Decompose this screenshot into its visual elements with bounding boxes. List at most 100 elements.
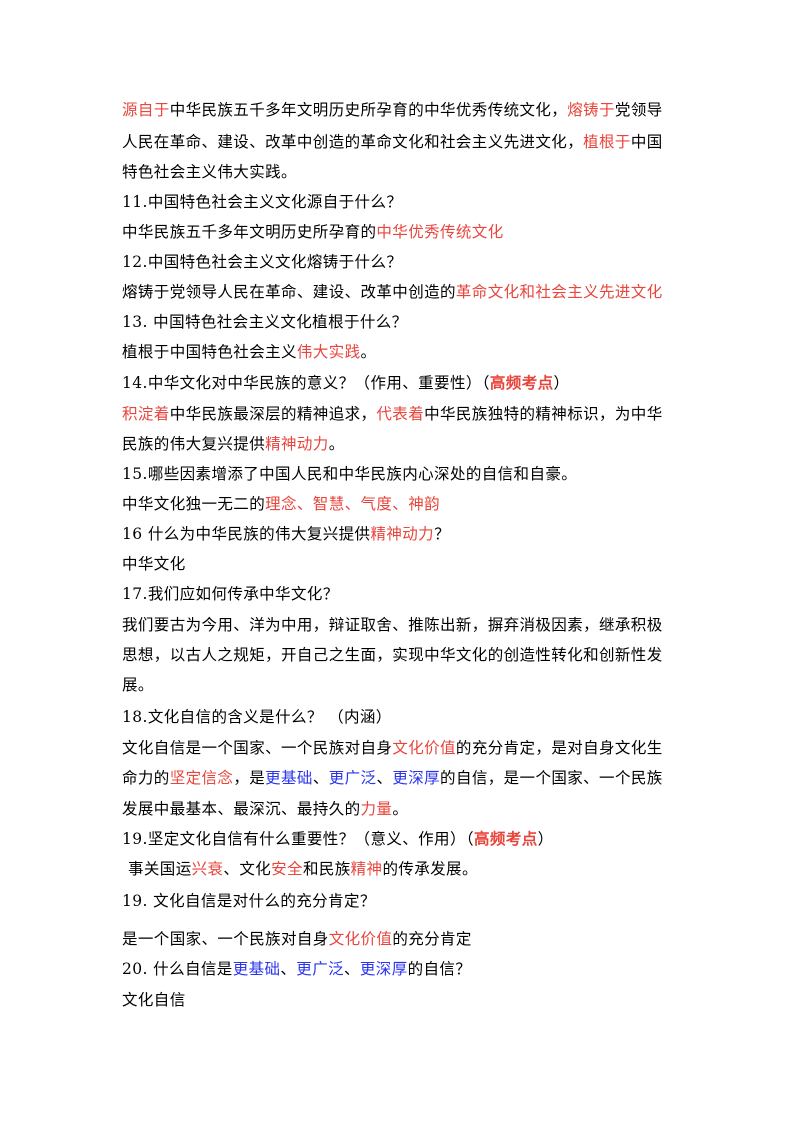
highlight-blue-text: 更深厚 bbox=[359, 960, 408, 978]
highlight-blue-text: 更广泛 bbox=[296, 960, 344, 978]
body-text-segment: 熔铸于党领导人民在革命、建设、改革中创造的 bbox=[122, 283, 456, 301]
highlight-red-text: 精神动力 bbox=[370, 525, 435, 543]
text-line: 19.坚定文化自信有什么重要性？（意义、作用）（高频考点） bbox=[122, 829, 554, 849]
highlight-red-text: 积淀着 bbox=[122, 405, 170, 423]
highlight-red-text: 安全 bbox=[271, 860, 303, 878]
text-line: 14.中华文化对中华民族的意义？（作用、重要性）（高频考点） bbox=[122, 373, 569, 393]
body-text-segment: ，是 bbox=[233, 769, 266, 787]
body-text-segment: 、 bbox=[344, 960, 360, 978]
body-text-segment: 12.中国特色社会主义文化熔铸于什么？ bbox=[122, 253, 403, 271]
body-text-segment: 。 bbox=[392, 800, 409, 818]
body-text-segment: 19.坚定文化自信有什么重要性？（意义、作用）（ bbox=[122, 830, 475, 848]
body-text-segment: 的自信，是一个国家、一个民族 bbox=[440, 769, 663, 787]
highlight-blue-text: 更基础 bbox=[232, 960, 281, 978]
highlight-red-text: 高频考点 bbox=[489, 373, 554, 392]
body-text-segment: 。 bbox=[360, 343, 377, 361]
body-text-segment: 中华文化 bbox=[122, 555, 186, 573]
text-line: 人民在革命、建设、改革中创造的革命文化和社会主义先进文化，植根于中国 bbox=[122, 132, 663, 152]
body-text-segment: 和民族 bbox=[302, 860, 351, 878]
text-line: 命力的坚定信念，是更基础、更广泛、更深厚的自信，是一个国家、一个民族 bbox=[122, 768, 663, 788]
text-line: 20. 什么自信是更基础、更广泛、更深厚的自信？ bbox=[122, 959, 471, 979]
highlight-red-text: 精神 bbox=[350, 860, 383, 878]
body-text-segment: 、 bbox=[312, 769, 329, 787]
text-line: 文化自信 bbox=[122, 990, 186, 1010]
highlight-red-text: 坚定信念 bbox=[169, 769, 234, 787]
body-text-segment: ？ bbox=[434, 525, 450, 543]
highlight-red-text: 代表着 bbox=[376, 405, 425, 423]
text-line: 17.我们应如何传承中华文化？ bbox=[122, 584, 339, 604]
body-text-segment: 是一个国家、一个民族对自身 bbox=[122, 930, 329, 948]
body-text-segment: 展。 bbox=[122, 676, 154, 694]
text-line: 15.哪些因素增添了中国人民和中华民族内心深处的自信和自豪。 bbox=[122, 464, 577, 484]
body-text-segment: 民族的伟大复兴提供 bbox=[122, 435, 266, 453]
body-text-segment: 的充分肯定 bbox=[392, 930, 472, 948]
body-text-segment: 11.中国特色社会主义文化源自于什么？ bbox=[122, 193, 403, 211]
text-line: 展。 bbox=[122, 675, 154, 695]
body-text-segment: ） bbox=[537, 830, 554, 848]
highlight-red-text: 植根于 bbox=[583, 133, 631, 151]
body-text-segment: 的充分肯定，是对自身文化生 bbox=[455, 739, 663, 757]
highlight-red-text: 熔铸于 bbox=[567, 101, 615, 119]
highlight-blue-text: 更基础 bbox=[265, 769, 313, 787]
text-line: 中华文化独一无二的理念、智慧、气度、神韵 bbox=[122, 494, 440, 514]
body-text-segment: 中华文化独一无二的 bbox=[122, 495, 266, 513]
body-text-segment: 文化自信 bbox=[122, 991, 186, 1009]
body-text-segment: 事关国运 bbox=[128, 860, 192, 878]
text-line: 熔铸于党领导人民在革命、建设、改革中创造的革命文化和社会主义先进文化 bbox=[122, 282, 663, 302]
body-text-segment: 特色社会主义伟大实践。 bbox=[122, 163, 297, 181]
text-line: 12.中国特色社会主义文化熔铸于什么？ bbox=[122, 252, 402, 272]
body-text-segment: 党领导 bbox=[614, 101, 663, 119]
body-text-segment: 的自信？ bbox=[407, 960, 472, 978]
body-text-segment: 15.哪些因素增添了中国人民和中华民族内心深处的自信和自豪。 bbox=[122, 465, 578, 483]
body-text-segment: 18.文化自信的含义是什么？ （内涵） bbox=[122, 708, 392, 726]
body-text-segment: 人民在革命、建设、改革中创造的革命文化和社会主义先进文化， bbox=[122, 133, 584, 151]
body-text-segment: 中华民族五千多年文明历史所孕育的中华优秀传统文化， bbox=[169, 101, 568, 119]
body-text-segment: 。 bbox=[328, 435, 345, 453]
highlight-red-text: 文化价值 bbox=[328, 930, 393, 948]
body-text-segment: 中华民族最深层的精神追求， bbox=[169, 405, 377, 423]
body-text-segment: 命力的 bbox=[122, 769, 170, 787]
highlight-red-text: 伟大实践 bbox=[296, 343, 361, 361]
body-text-segment: 13. 中国特色社会主义文化植根于什么？ bbox=[122, 313, 408, 331]
highlight-red-text: 精神动力 bbox=[265, 435, 329, 453]
body-text-segment: 20. 什么自信是 bbox=[122, 960, 233, 978]
body-text-segment: 、文化 bbox=[223, 860, 272, 878]
body-text-segment: 16 什么为中华民族的伟大复兴提供 bbox=[122, 525, 371, 543]
body-text-segment: ） bbox=[553, 374, 570, 392]
highlight-red-text: 力量 bbox=[360, 800, 393, 818]
text-line: 11.中国特色社会主义文化源自于什么？ bbox=[122, 192, 402, 212]
body-text-segment: 植根于中国特色社会主义 bbox=[122, 343, 297, 361]
text-line: 13. 中国特色社会主义文化植根于什么？ bbox=[122, 312, 408, 332]
body-text-segment: 我们要古为今用、洋为中用，辩证取舍、推陈出新，摒弃消极因素，继承积极 bbox=[122, 616, 663, 634]
text-line: 19. 文化自信是对什么的充分肯定？ bbox=[122, 891, 376, 911]
body-text-segment: 中华民族独特的精神标识，为中华 bbox=[424, 405, 663, 423]
body-text-segment: 19. 文化自信是对什么的充分肯定？ bbox=[122, 892, 376, 910]
text-line: 事关国运兴衰、文化安全和民族精神的传承发展。 bbox=[128, 859, 478, 879]
body-text-segment: 14.中华文化对中华民族的意义？（作用、重要性）（ bbox=[122, 374, 490, 392]
text-line: 我们要古为今用、洋为中用，辩证取舍、推陈出新，摒弃消极因素，继承积极 bbox=[122, 615, 663, 635]
body-text-segment: 发展中最基本、最深沉、最持久的 bbox=[122, 800, 361, 818]
body-text-segment: 思想，以古人之规矩，开自己之生面，实现中华文化的创造性转化和创新性发 bbox=[122, 646, 663, 664]
body-text-segment: 的传承发展。 bbox=[382, 860, 478, 878]
highlight-red-text: 源自于 bbox=[122, 101, 170, 119]
highlight-red-text: 理念、智慧、气度、神韵 bbox=[265, 495, 441, 513]
text-line: 思想，以古人之规矩，开自己之生面，实现中华文化的创造性转化和创新性发 bbox=[122, 645, 663, 665]
text-line: 中华民族五千多年文明历史所孕育的中华优秀传统文化 bbox=[122, 222, 504, 242]
highlight-red-text: 兴衰 bbox=[191, 860, 224, 878]
text-line: 16 什么为中华民族的伟大复兴提供精神动力？ bbox=[122, 524, 450, 544]
highlight-red-text: 高频考点 bbox=[474, 829, 538, 848]
body-text-segment: 中华民族五千多年文明历史所孕育的 bbox=[122, 223, 377, 241]
text-line: 积淀着中华民族最深层的精神追求，代表着中华民族独特的精神标识，为中华 bbox=[122, 404, 663, 424]
body-text-segment: 17.我们应如何传承中华文化？ bbox=[122, 585, 339, 603]
highlight-red-text: 中华优秀传统文化 bbox=[376, 223, 504, 241]
highlight-red-text: 文化价值 bbox=[392, 739, 456, 757]
body-text-segment: 中国 bbox=[630, 133, 663, 151]
text-line: 18.文化自信的含义是什么？ （内涵） bbox=[122, 707, 392, 727]
text-line: 植根于中国特色社会主义伟大实践。 bbox=[122, 342, 376, 362]
body-text-segment: 、 bbox=[376, 769, 393, 787]
body-text-segment: 、 bbox=[280, 960, 297, 978]
highlight-blue-text: 更深厚 bbox=[392, 769, 441, 787]
text-line: 源自于中华民族五千多年文明历史所孕育的中华优秀传统文化，熔铸于党领导 bbox=[122, 100, 663, 120]
text-line: 是一个国家、一个民族对自身文化价值的充分肯定 bbox=[122, 929, 472, 949]
